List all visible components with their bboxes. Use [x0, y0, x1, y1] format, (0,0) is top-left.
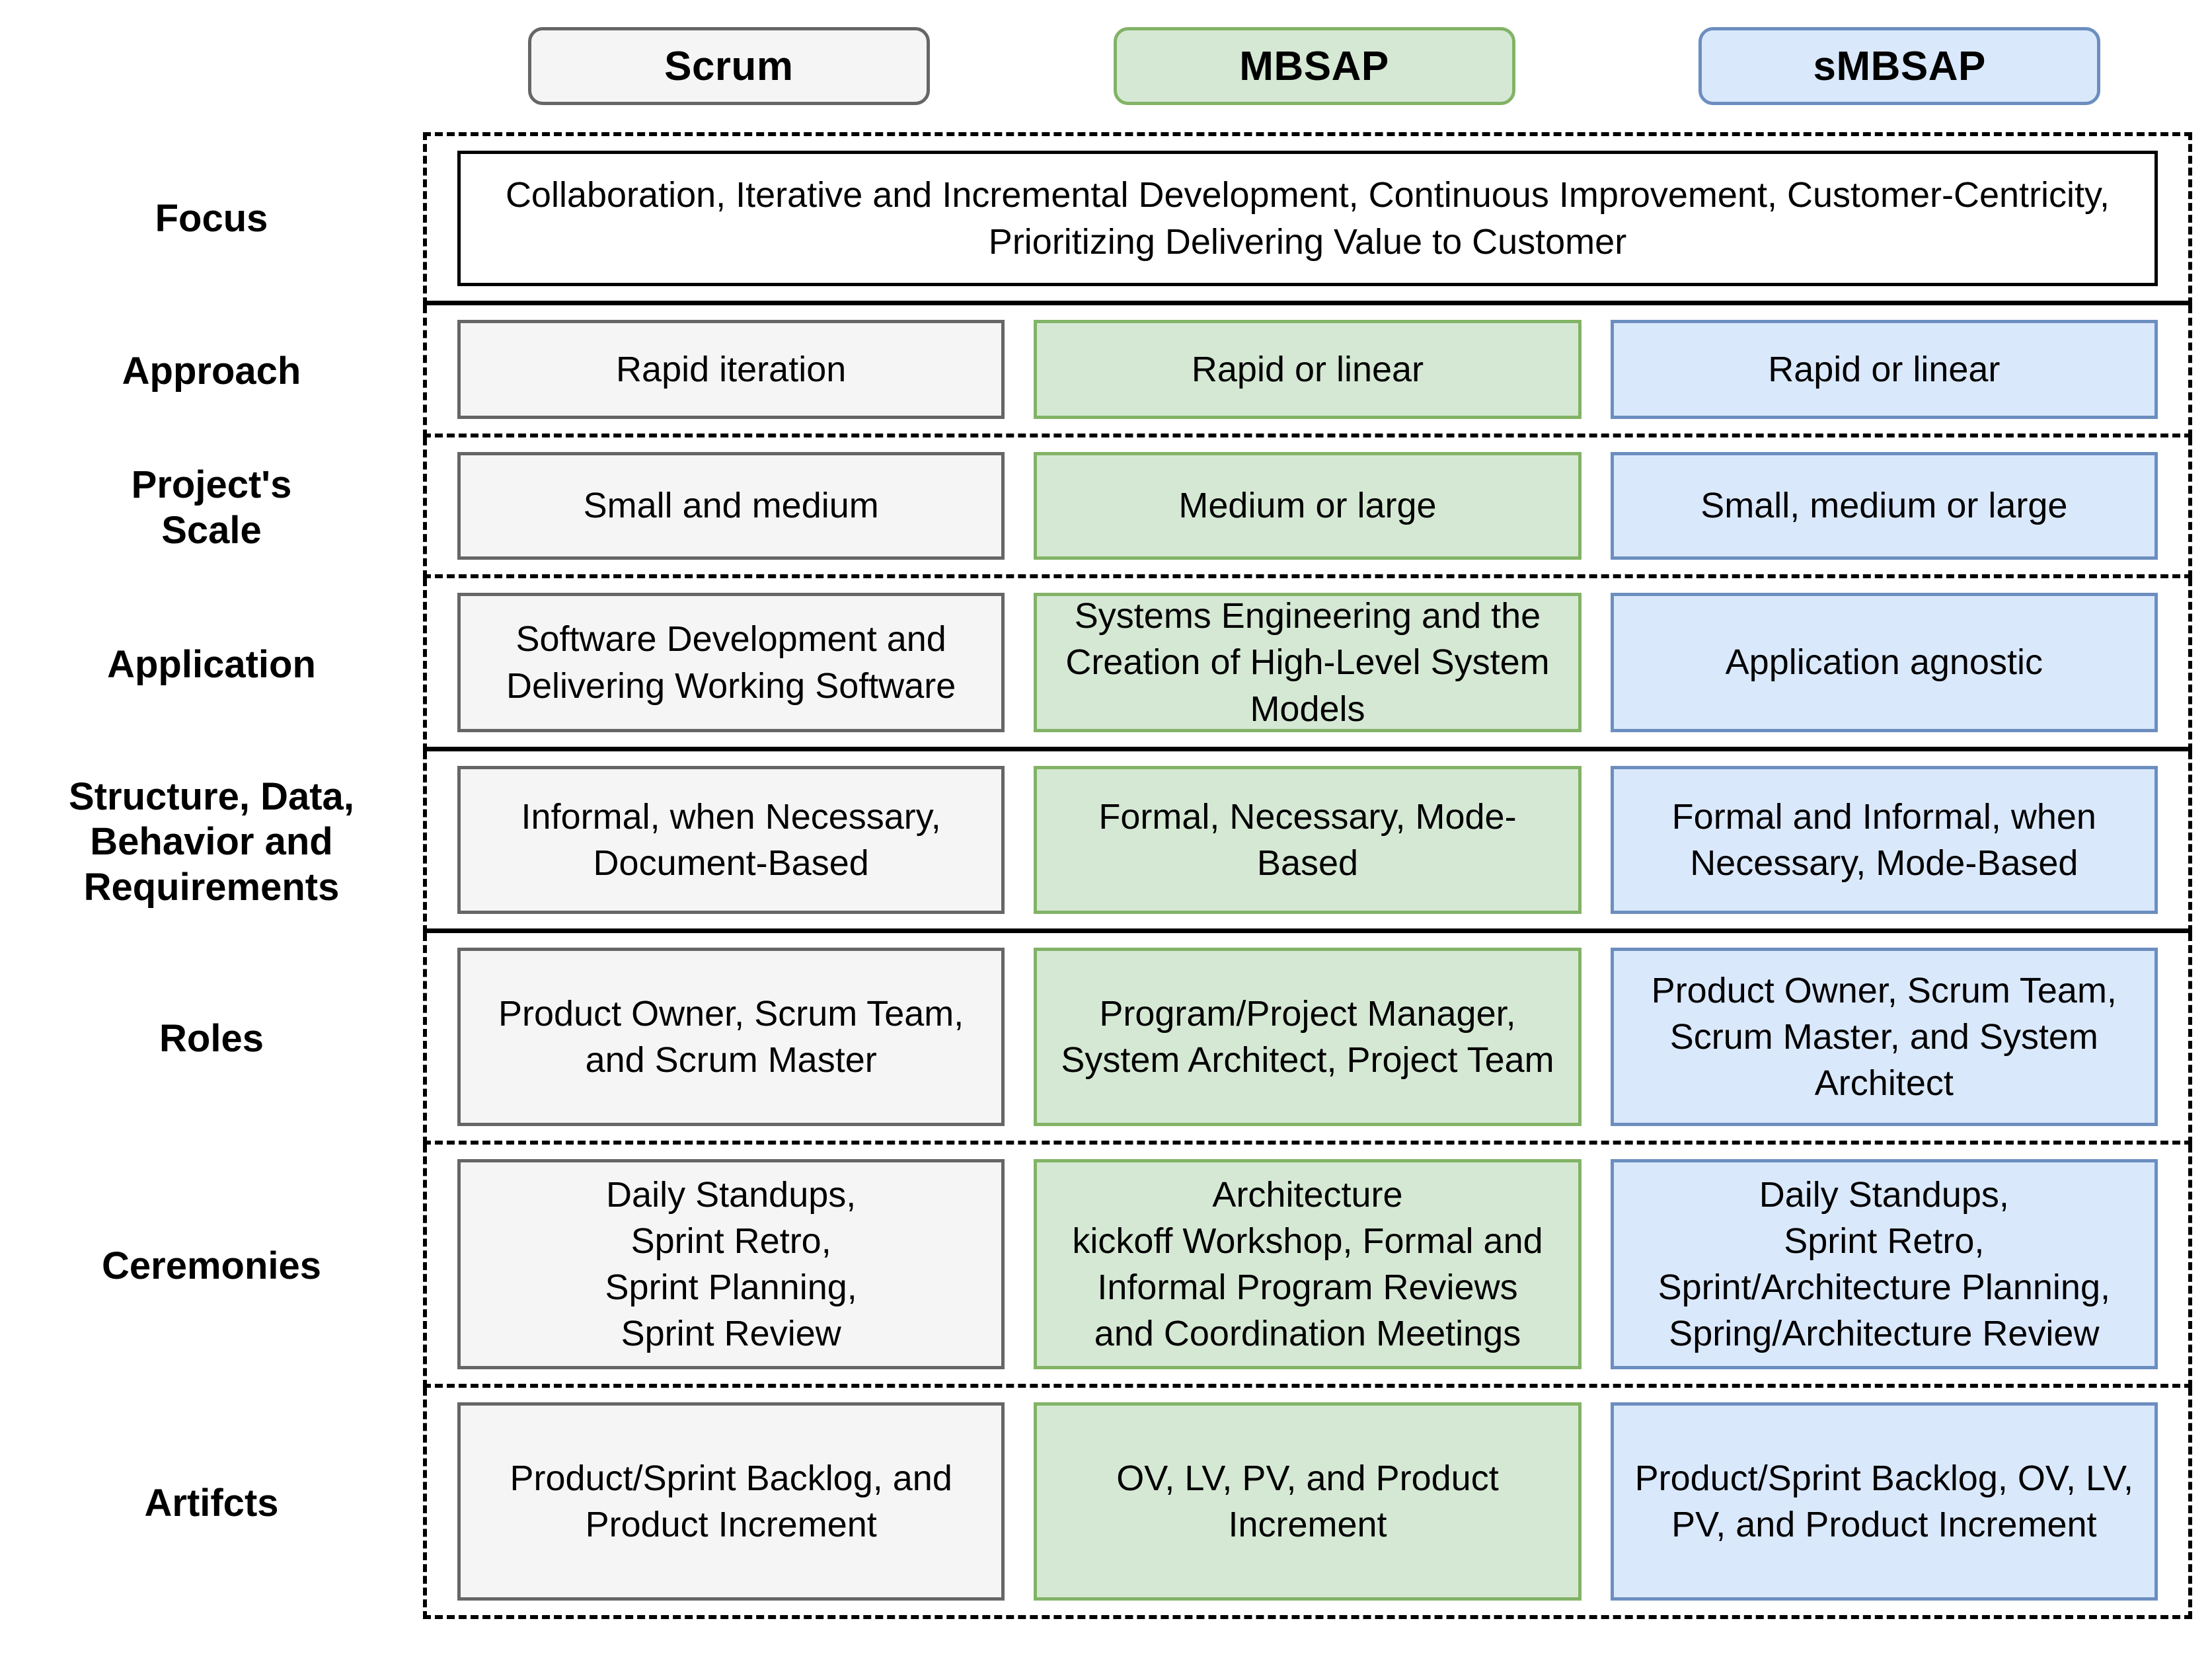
cell-slot-roles-mbsap: Program/Project Manager, System Architec…	[1019, 948, 1595, 1126]
row-body-ceremonies: Daily Standups, Sprint Retro, Sprint Pla…	[423, 1145, 2192, 1388]
table-row: Roles Product Owner, Scrum Team, and Scr…	[0, 933, 2212, 1145]
cell-slot-approach-smbsap: Rapid or linear	[1596, 320, 2172, 419]
row-label-ceremonies: Ceremonies	[101, 1244, 322, 1287]
cell-structure-smbsap: Formal and Informal, when Necessary, Mod…	[1610, 766, 2158, 914]
cell-slot-structure-smbsap: Formal and Informal, when Necessary, Mod…	[1596, 766, 2172, 914]
cell-ceremonies-smbsap: Daily Standups, Sprint Retro, Sprint/Arc…	[1610, 1159, 2158, 1369]
cell-approach-smbsap: Rapid or linear	[1610, 320, 2158, 419]
cell-roles-mbsap: Program/Project Manager, System Architec…	[1034, 948, 1582, 1126]
cell-slot-approach-mbsap: Rapid or linear	[1019, 320, 1595, 419]
cell-slot-ceremonies-mbsap: Architecture kickoff Workshop, Formal an…	[1019, 1159, 1595, 1369]
cell-slot-roles-smbsap: Product Owner, Scrum Team, Scrum Master,…	[1596, 948, 2172, 1126]
column-header-mbsap-label: MBSAP	[1239, 43, 1389, 89]
table-row: Application Software Development and Del…	[0, 578, 2212, 751]
cell-slot-ceremonies-scrum: Daily Standups, Sprint Retro, Sprint Pla…	[443, 1159, 1019, 1369]
cell-slot-application-scrum: Software Development and Delivering Work…	[443, 593, 1019, 732]
cell-artifacts-mbsap: OV, LV, PV, and Product Increment	[1034, 1402, 1582, 1601]
cell-slot-focus-all: Collaboration, Iterative and Incremental…	[443, 151, 2172, 286]
table-row: Project's Scale Small and medium Medium …	[0, 437, 2212, 578]
cell-slot-application-mbsap: Systems Engineering and the Creation of …	[1019, 593, 1595, 732]
row-body-application: Software Development and Delivering Work…	[423, 578, 2192, 751]
row-label-projects-scale: Project's Scale	[131, 463, 292, 552]
column-header-smbsap-label: sMBSAP	[1813, 43, 1986, 89]
cell-scale-mbsap: Medium or large	[1034, 452, 1582, 560]
cell-ceremonies-mbsap: Architecture kickoff Workshop, Formal an…	[1034, 1159, 1582, 1369]
cell-application-scrum: Software Development and Delivering Work…	[457, 593, 1005, 732]
cell-application-smbsap: Application agnostic	[1610, 593, 2158, 732]
cell-ceremonies-scrum: Daily Standups, Sprint Retro, Sprint Pla…	[457, 1159, 1005, 1369]
row-label-application: Application	[107, 642, 316, 686]
header-slot-mbsap: MBSAP	[1022, 27, 1607, 105]
comparison-table-body: Focus Collaboration, Iterative and Incre…	[0, 132, 2212, 1664]
cell-artifacts-scrum: Product/Sprint Backlog, and Product Incr…	[457, 1402, 1005, 1601]
cell-slot-roles-scrum: Product Owner, Scrum Team, and Scrum Mas…	[443, 948, 1019, 1126]
row-label-artifacts: Artifcts	[144, 1481, 279, 1525]
cell-slot-structure-scrum: Informal, when Necessary, Document-Based	[443, 766, 1019, 914]
row-body-approach: Rapid iteration Rapid or linear Rapid or…	[423, 305, 2192, 437]
cell-approach-scrum: Rapid iteration	[457, 320, 1005, 419]
column-header-mbsap: MBSAP	[1113, 27, 1515, 105]
cell-slot-scale-smbsap: Small, medium or large	[1596, 452, 2172, 560]
cell-artifacts-smbsap: Product/Sprint Backlog, OV, LV, PV, and …	[1610, 1402, 2158, 1601]
cell-slot-scale-mbsap: Medium or large	[1019, 452, 1595, 560]
column-header-scrum-label: Scrum	[664, 43, 794, 89]
column-header-row: Scrum MBSAP sMBSAP	[0, 0, 2212, 132]
cell-structure-scrum: Informal, when Necessary, Document-Based	[457, 766, 1005, 914]
header-slot-scrum: Scrum	[436, 27, 1022, 105]
row-body-focus: Collaboration, Iterative and Incremental…	[423, 132, 2192, 305]
table-row: Structure, Data, Behavior and Requiremen…	[0, 751, 2212, 933]
row-label-structure-data-behavior-requirements: Structure, Data, Behavior and Requiremen…	[69, 775, 354, 909]
header-slot-smbsap: sMBSAP	[1607, 27, 2192, 105]
header-columns: Scrum MBSAP sMBSAP	[436, 27, 2212, 105]
row-label-approach: Approach	[122, 349, 301, 393]
row-body-structure: Informal, when Necessary, Document-Based…	[423, 751, 2192, 933]
cell-slot-approach-scrum: Rapid iteration	[443, 320, 1019, 419]
row-label-roles: Roles	[159, 1016, 264, 1060]
table-row: Ceremonies Daily Standups, Sprint Retro,…	[0, 1145, 2212, 1388]
row-body-roles: Product Owner, Scrum Team, and Scrum Mas…	[423, 933, 2192, 1145]
cell-slot-structure-mbsap: Formal, Necessary, Mode-Based	[1019, 766, 1595, 914]
table-row: Artifcts Product/Sprint Backlog, and Pro…	[0, 1388, 2212, 1619]
cell-focus-all-columns: Collaboration, Iterative and Incremental…	[457, 151, 2158, 286]
cell-slot-artifacts-smbsap: Product/Sprint Backlog, OV, LV, PV, and …	[1596, 1402, 2172, 1601]
table-row: Approach Rapid iteration Rapid or linear…	[0, 305, 2212, 437]
cell-roles-scrum: Product Owner, Scrum Team, and Scrum Mas…	[457, 948, 1005, 1126]
row-label-focus: Focus	[155, 196, 268, 240]
cell-slot-artifacts-mbsap: OV, LV, PV, and Product Increment	[1019, 1402, 1595, 1601]
cell-scale-smbsap: Small, medium or large	[1610, 452, 2158, 560]
table-row: Focus Collaboration, Iterative and Incre…	[0, 132, 2212, 305]
cell-application-mbsap: Systems Engineering and the Creation of …	[1034, 593, 1582, 732]
cell-slot-scale-scrum: Small and medium	[443, 452, 1019, 560]
cell-slot-ceremonies-smbsap: Daily Standups, Sprint Retro, Sprint/Arc…	[1596, 1159, 2172, 1369]
column-header-smbsap: sMBSAP	[1698, 27, 2101, 105]
cell-slot-artifacts-scrum: Product/Sprint Backlog, and Product Incr…	[443, 1402, 1019, 1601]
cell-approach-mbsap: Rapid or linear	[1034, 320, 1582, 419]
cell-scale-scrum: Small and medium	[457, 452, 1005, 560]
column-header-scrum: Scrum	[527, 27, 930, 105]
row-body-artifacts: Product/Sprint Backlog, and Product Incr…	[423, 1388, 2192, 1619]
cell-structure-mbsap: Formal, Necessary, Mode-Based	[1034, 766, 1582, 914]
cell-roles-smbsap: Product Owner, Scrum Team, Scrum Master,…	[1610, 948, 2158, 1126]
row-body-projects-scale: Small and medium Medium or large Small, …	[423, 437, 2192, 578]
cell-slot-application-smbsap: Application agnostic	[1596, 593, 2172, 732]
